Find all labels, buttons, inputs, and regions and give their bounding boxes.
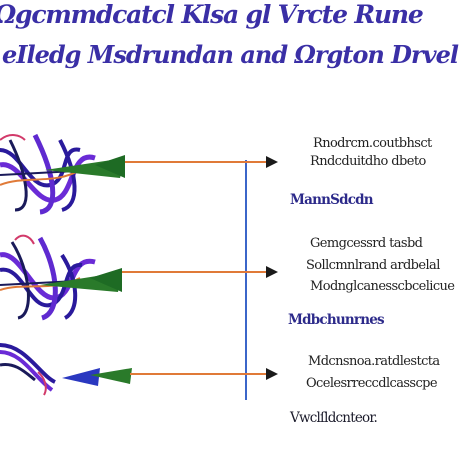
block-1-line-1: Rnodrcm.coutbhsct <box>313 136 432 151</box>
helix-structure-3 <box>0 343 57 396</box>
block-2-line-2: Sollcmnlrand ardbelal <box>306 258 440 273</box>
section-header-2: Mdbchunrnes <box>288 312 385 328</box>
arrow-head-2 <box>40 268 122 292</box>
block-3-line-2: Ocelesrreccdlcasscpe <box>306 376 438 391</box>
block-2-line-1: Gemgcessrd tasbd <box>310 236 423 251</box>
arrow-head-1 <box>45 155 125 178</box>
title-line-1: Ωgcmmdcatcl Klsa gl Vrcte Rune <box>0 0 424 29</box>
block-2-line-3: Modnglcanesscbcelicue <box>310 279 455 294</box>
helix-structure-1 <box>0 133 96 215</box>
arrow-2 <box>122 266 278 278</box>
arrow-1 <box>125 156 278 168</box>
block-3-line-1: Mdcnsnoa.ratdlestcta <box>308 354 440 369</box>
arrow-head-3 <box>62 368 132 386</box>
section-header-1: MannSdcdn <box>290 192 374 208</box>
section-header-3: Vwclſldcnteor. <box>290 410 378 426</box>
title-line-2: eIledg Msdrundan and Ωrgton Drvel <box>2 40 459 69</box>
block-1-line-2: Rndcduitdho dbeto <box>310 154 426 169</box>
arrow-3 <box>130 368 278 380</box>
helix-structure-2 <box>0 234 96 321</box>
